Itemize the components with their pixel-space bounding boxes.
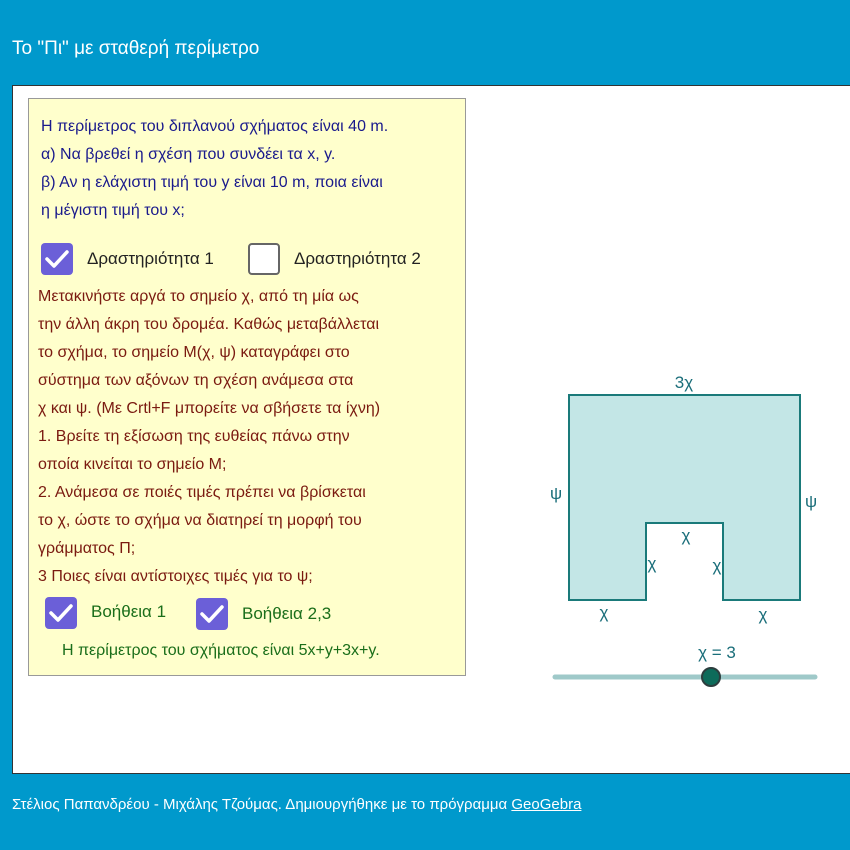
instruction-line: Μετακινήστε αργά το σημείο χ, από τη μία… (38, 288, 359, 305)
pi-shape-figure: 3χ ψ ψ χ χ χ χ χ χ = 3 (550, 373, 818, 687)
right-side-label: ψ (805, 492, 817, 511)
problem-line: η μέγιστη τιμή του x; (41, 202, 185, 219)
instruction-line: το χ, ώστε το σχήμα να διατηρεί τη μορφή… (38, 512, 362, 529)
instruction-line: χ και ψ. (Με Crtl+F μπορείτε να σβήσετε … (38, 400, 381, 417)
geogebra-link[interactable]: GeoGebra (511, 796, 582, 813)
help-1-checkbox[interactable] (45, 597, 77, 629)
check-icon (49, 604, 73, 622)
instruction-line: σύστημα των αξόνων τη σχέση ανάμεσα στα (38, 372, 354, 389)
activity-1-checkbox[interactable] (41, 243, 73, 275)
activity-1-label[interactable]: Δραστηριότητα 1 (87, 249, 214, 268)
check-icon (45, 250, 69, 268)
page-title: Το "Πι" με σταθερή περίμετρο (12, 38, 260, 59)
footer-credits: Στέλιος Παπανδρέου - Μιχάλης Τζούμας. Δη… (12, 796, 512, 813)
instruction-line: οποία κινείται το σημείο Μ; (38, 456, 227, 473)
top-side-label: 3χ (675, 373, 693, 392)
instruction-line: 3 Ποιες είναι αντίστοιχες τιμές για το ψ… (38, 568, 313, 585)
left-side-label: ψ (550, 484, 562, 503)
problem-line: β) Αν η ελάχιστη τιμή του y είναι 10 m, … (41, 174, 383, 191)
perimeter-formula: Η περίμετρος του σχήματος είναι 5x+y+3x+… (62, 642, 380, 659)
activity-2-label[interactable]: Δραστηριότητα 2 (294, 249, 421, 268)
footer: Στέλιος Παπανδρέου - Μιχάλης Τζούμας. Δη… (12, 796, 581, 813)
instruction-line: 2. Ανάμεσα σε ποιές τιμές πρέπει να βρίσ… (38, 484, 366, 501)
bottom-left-label: χ (600, 603, 609, 622)
instruction-line: το σχήμα, το σημείο Μ(χ, ψ) καταγράφει σ… (38, 344, 350, 361)
help-23-label[interactable]: Βοήθεια 2,3 (242, 604, 332, 623)
problem-line: α) Να βρεθεί η σχέση που συνδέει τα x, y… (41, 146, 336, 163)
applet-canvas: Η περίμετρος του διπλανού σχήματος είναι… (12, 85, 850, 774)
slider-handle[interactable] (701, 667, 721, 687)
notch-right-label: χ (713, 556, 722, 575)
instruction-line: γράμματος Π; (38, 540, 136, 557)
pi-shape (568, 394, 801, 601)
instructions-text: Μετακινήστε αργά το σημείο χ, από τη μία… (38, 283, 463, 591)
problem-line: Η περίμετρος του διπλανού σχήματος είναι… (41, 118, 389, 135)
activity-2-checkbox[interactable] (248, 243, 280, 275)
instruction-line: 1. Βρείτε τη εξίσωση της ευθείας πάνω στ… (38, 428, 350, 445)
notch-left-label: χ (648, 554, 657, 573)
slider-label: χ = 3 (698, 643, 736, 662)
bottom-right-label: χ (759, 605, 768, 624)
instruction-line: την άλλη άκρη του δρομέα. Καθώς μεταβάλλ… (38, 316, 379, 333)
help-1-label[interactable]: Βοήθεια 1 (91, 602, 167, 621)
task-panel: Η περίμετρος του διπλανού σχήματος είναι… (28, 98, 466, 676)
problem-text: Η περίμετρος του διπλανού σχήματος είναι… (41, 113, 461, 225)
help-23-checkbox[interactable] (196, 598, 228, 630)
check-icon (200, 605, 224, 623)
notch-top-label: χ (682, 526, 691, 545)
